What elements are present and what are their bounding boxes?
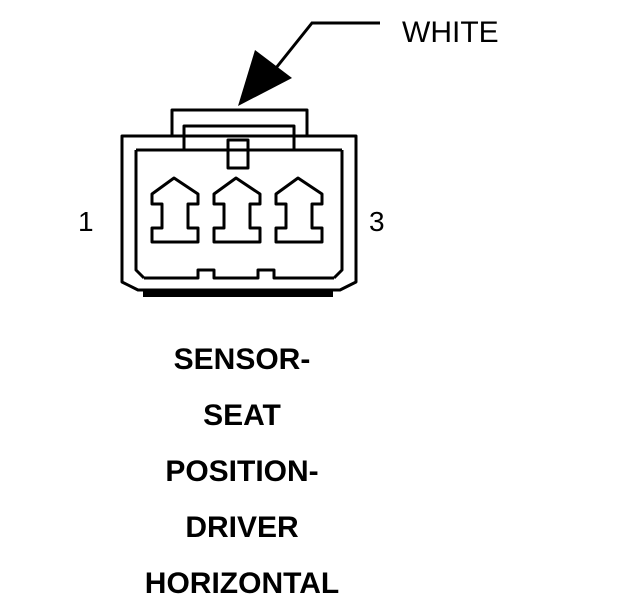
callout-arrowhead bbox=[238, 50, 292, 106]
terminal-cavity-3 bbox=[274, 176, 324, 244]
title-line-3: POSITION- bbox=[165, 455, 319, 488]
title-line-1: SENSOR- bbox=[173, 343, 311, 376]
title-line-4: DRIVER bbox=[185, 511, 299, 544]
connector-body bbox=[120, 108, 358, 292]
pin-1-label: 1 bbox=[78, 206, 94, 237]
title-line-2: SEAT bbox=[203, 399, 281, 432]
wire-color-label: WHITE bbox=[402, 16, 499, 49]
locking-tab-latch bbox=[226, 138, 250, 170]
title-line-5: HORIZONTAL bbox=[144, 567, 340, 600]
terminal-cavity-1 bbox=[150, 176, 200, 244]
connector-title: SENSOR- SEAT POSITION- DRIVER HORIZONTAL bbox=[92, 332, 392, 612]
connector-seal-strip bbox=[143, 290, 333, 297]
connector-housing bbox=[120, 134, 358, 292]
housing-bottom-notches bbox=[144, 268, 334, 280]
locking-tab-inner bbox=[182, 124, 296, 152]
locking-tab bbox=[170, 108, 309, 136]
terminal-cavity-2 bbox=[212, 176, 262, 244]
housing-left-rail bbox=[134, 150, 146, 280]
wire-color-callout: WHITE bbox=[238, 16, 499, 106]
pin-3-label: 3 bbox=[369, 206, 385, 237]
housing-right-rail bbox=[332, 150, 344, 280]
callout-leader-line bbox=[266, 21, 380, 79]
